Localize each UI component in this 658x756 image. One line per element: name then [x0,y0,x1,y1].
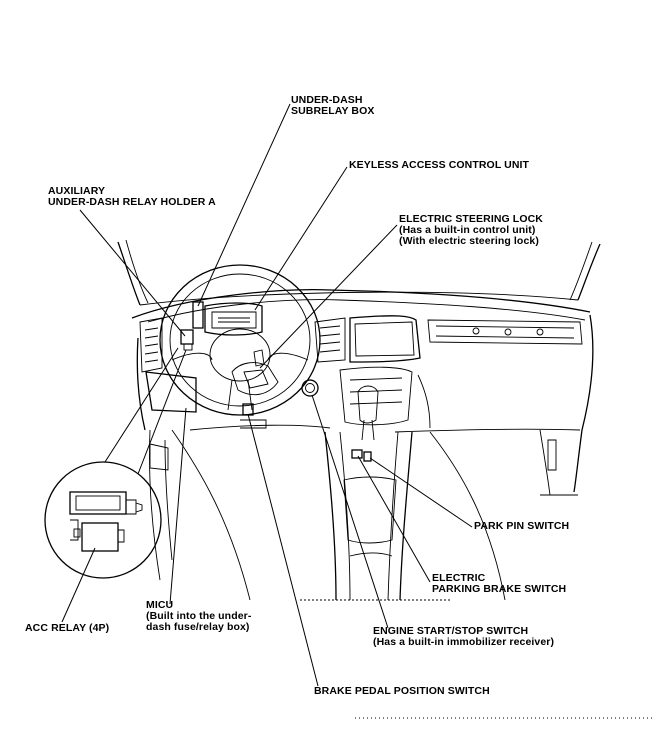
brake-pedal-switch [240,403,267,429]
label-epb-line1: ELECTRIC [432,572,486,584]
aux-relay-holder [180,329,194,351]
label-epb-switch: ELECTRIC PARKING BRAKE SWITCH [432,573,566,595]
fuse-box-panel [145,371,197,413]
label-steering-line2: (Has a built-in control unit) [399,224,536,236]
label-acc-line1: ACC RELAY (4P) [25,622,110,634]
label-micu-line3: dash fuse/relay box) [146,621,250,633]
label-aux-line2: UNDER-DASH RELAY HOLDER A [48,196,216,208]
label-aux-line1: AUXILIARY [48,185,106,197]
lower-trim [149,429,655,719]
label-micu: MICU (Built into the under- dash fuse/re… [146,600,251,633]
steering-wheel [159,264,321,416]
label-keyless-line1: KEYLESS ACCESS CONTROL UNIT [349,159,530,171]
engine-start-button [301,379,319,397]
label-micu-line2: (Built into the under- [146,610,252,622]
acc-relay-detail [44,347,187,579]
instrument-cluster [204,302,263,336]
windshield-frame [117,239,601,306]
label-micu-line1: MICU [146,599,174,611]
label-keyless-access: KEYLESS ACCESS CONTROL UNIT [349,160,529,171]
dashboard-body [131,289,594,493]
label-park-pin-switch: PARK PIN SWITCH [474,521,569,532]
label-epb-line2: PARKING BRAKE SWITCH [432,583,567,595]
label-steering-line1: ELECTRIC STEERING LOCK [399,213,543,225]
subrelay-box [192,301,204,329]
center-console [324,385,413,601]
label-subrelay-line1: UNDER-DASH [291,94,363,106]
label-acc-relay: ACC RELAY (4P) [25,623,109,634]
label-aux-relay-holder: AUXILIARY UNDER-DASH RELAY HOLDER A [48,186,216,208]
label-engine-line1: ENGINE START/STOP SWITCH [373,625,529,637]
label-park-pin-line1: PARK PIN SWITCH [474,520,570,532]
label-subrelay-line2: SUBRELAY BOX [291,105,375,117]
label-brake-pedal: BRAKE PEDAL POSITION SWITCH [314,686,490,697]
leader-lines [61,103,473,687]
label-brake-line1: BRAKE PEDAL POSITION SWITCH [314,685,490,697]
center-stack [314,315,583,429]
label-subrelay-box: UNDER-DASH SUBRELAY BOX [291,95,374,117]
label-engine-start: ENGINE START/STOP SWITCH (Has a built-in… [373,626,554,648]
label-engine-line2: (Has a built-in immobilizer receiver) [373,636,555,648]
label-steering-lock: ELECTRIC STEERING LOCK (Has a built-in c… [399,214,543,247]
label-steering-line3: (With electric steering lock) [399,235,539,247]
